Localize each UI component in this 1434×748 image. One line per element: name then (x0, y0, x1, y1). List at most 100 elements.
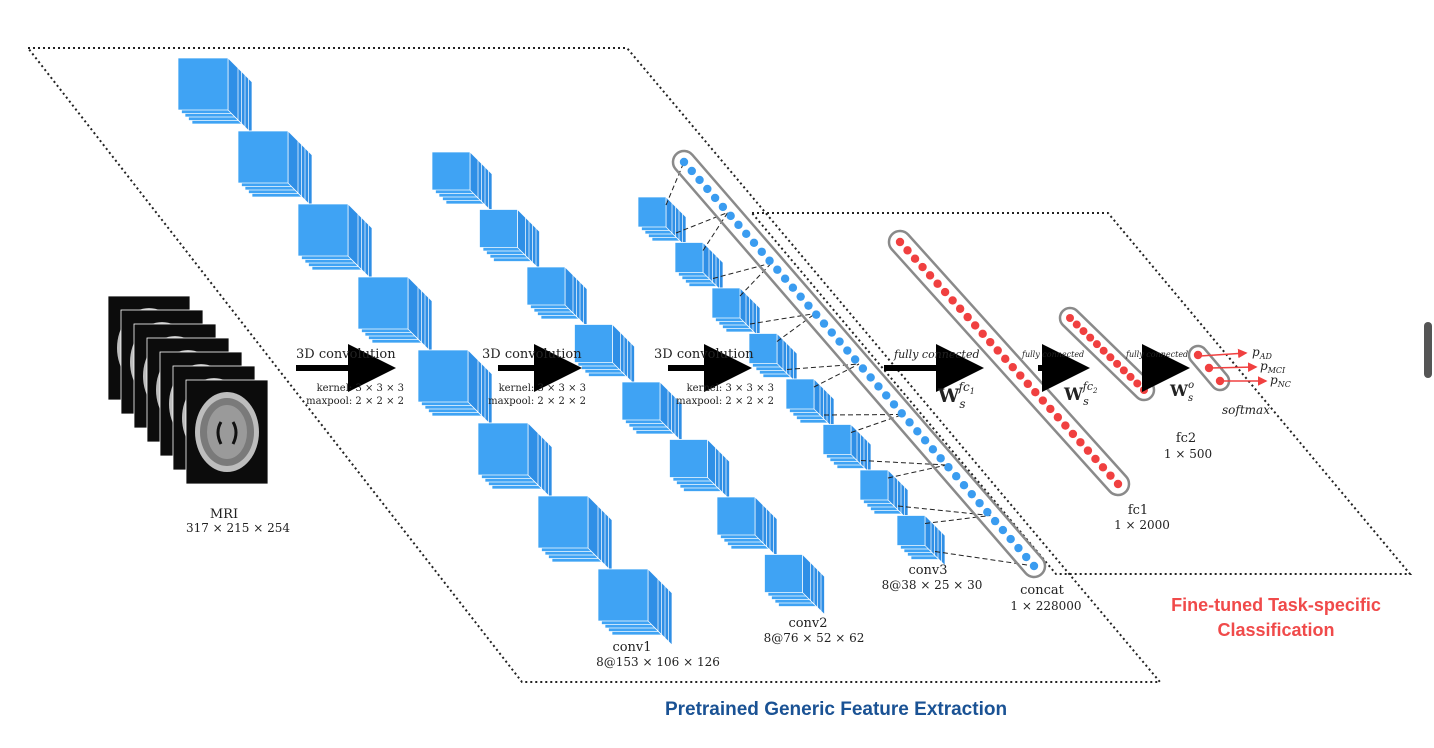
concat-node (913, 427, 922, 436)
dash-link (702, 212, 729, 251)
output-p-ad: pAD (1252, 345, 1272, 361)
conv1-label: conv1 (612, 640, 651, 655)
fc1-node (910, 254, 920, 263)
dash-link (887, 464, 947, 479)
concat-node (749, 238, 759, 247)
stage1-op: 3D convolution (296, 347, 396, 362)
concat-node (990, 516, 1000, 526)
arrows (296, 344, 1268, 392)
fc-label-1: fully connected (893, 348, 980, 361)
feature-map-cube (478, 208, 541, 271)
finetuned-caption-line2: Classification (1217, 620, 1334, 640)
concat-node (975, 498, 984, 508)
mri-dims: 317 × 215 × 254 (186, 521, 290, 535)
fc2-node (1066, 314, 1074, 322)
stage2-op: 3D convolution (482, 347, 582, 362)
concat-node (1029, 561, 1039, 571)
fc1-label: fc1 (1128, 503, 1148, 518)
concat-node (734, 220, 743, 230)
concat-node (843, 346, 852, 355)
concat-node (757, 247, 766, 256)
fc1-node (1008, 362, 1017, 372)
dash-link (749, 313, 816, 325)
dash-link (675, 212, 728, 234)
feature-map-cube (785, 378, 835, 430)
fc1-node (1083, 446, 1093, 455)
concat-node (1014, 543, 1023, 553)
concat-node (835, 337, 844, 346)
dash-link (897, 505, 991, 516)
concat-node (1006, 534, 1015, 544)
fc1-node (1046, 404, 1055, 414)
concat-node (788, 283, 798, 292)
feature-map-cube (597, 568, 673, 646)
fc1-node (1106, 471, 1115, 480)
dash-link (712, 262, 772, 279)
fc2-node (1140, 386, 1148, 394)
fc1-dims: 1 × 2000 (1114, 518, 1170, 532)
concat-dims: 1 × 228000 (1010, 599, 1081, 613)
fc1-node (963, 312, 972, 322)
mri-label: MRI (210, 507, 238, 522)
dash-link (786, 363, 860, 370)
fc1-node (903, 246, 912, 255)
feature-map-cube (417, 349, 493, 427)
feature-map-cube (859, 469, 909, 521)
concat-node (679, 157, 689, 167)
concat-node (928, 445, 938, 454)
concat-node (866, 373, 875, 382)
conv3-label: conv3 (908, 563, 947, 578)
concat-node (920, 436, 930, 445)
fc2-node (1106, 353, 1115, 362)
vertical-scrollbar[interactable] (1424, 322, 1432, 378)
concat-node (703, 184, 712, 194)
stage3-kernel: kernel: 3 × 3 × 3 (687, 383, 774, 394)
concat-node (804, 301, 813, 310)
concat-node (983, 507, 992, 517)
fc2-dims: 1 × 500 (1164, 447, 1212, 461)
fc-label-3: fully connected (1125, 350, 1188, 359)
dash-link (776, 313, 816, 342)
mri-slice (185, 379, 269, 485)
fc2-label: fc2 (1176, 431, 1196, 446)
dash-link (924, 515, 991, 524)
concat-node (882, 391, 891, 400)
concat-node (780, 274, 790, 283)
fc1-node (1061, 421, 1070, 430)
fc2-node (1092, 340, 1101, 349)
feature-map-cube (621, 381, 683, 443)
feature-map-cube (297, 203, 373, 281)
feature-map-cube (896, 514, 946, 567)
concat-node (952, 472, 961, 481)
conv2-label: conv2 (788, 616, 827, 631)
concat-node (827, 328, 836, 337)
concat-node (967, 489, 976, 499)
feature-map-cube (668, 438, 731, 501)
pretrained-caption: Pretrained Generic Feature Extraction (665, 699, 1007, 720)
fc1-node (1038, 396, 1048, 405)
weight-w-fc1: Wsfc1 (937, 380, 975, 411)
dash-link (813, 363, 860, 388)
fc2-node (1086, 333, 1095, 342)
concat-node (959, 481, 969, 490)
concat-node (936, 454, 945, 463)
feature-map-cube (537, 495, 613, 573)
fc1-node (925, 271, 935, 280)
fc2-node (1126, 372, 1135, 381)
fc1-node (1031, 388, 1040, 397)
concat-label: concat (1020, 583, 1065, 598)
concat-node (718, 202, 728, 212)
fc1-node (933, 279, 942, 288)
fc1-node (1023, 379, 1032, 389)
feature-map-cube (177, 57, 253, 135)
feature-map-cube (637, 196, 687, 248)
fc2-node (1079, 327, 1088, 336)
output-p-nc: pNC (1270, 373, 1291, 389)
conv1-dims: 8@153 × 106 × 126 (596, 655, 720, 669)
vector-capsules (671, 149, 1231, 579)
fc2-capsule (1058, 306, 1156, 402)
dash-link (823, 414, 903, 416)
fc1-node (940, 287, 950, 297)
out-arrow-mci (1209, 362, 1258, 372)
feature-map-cube (237, 130, 313, 208)
